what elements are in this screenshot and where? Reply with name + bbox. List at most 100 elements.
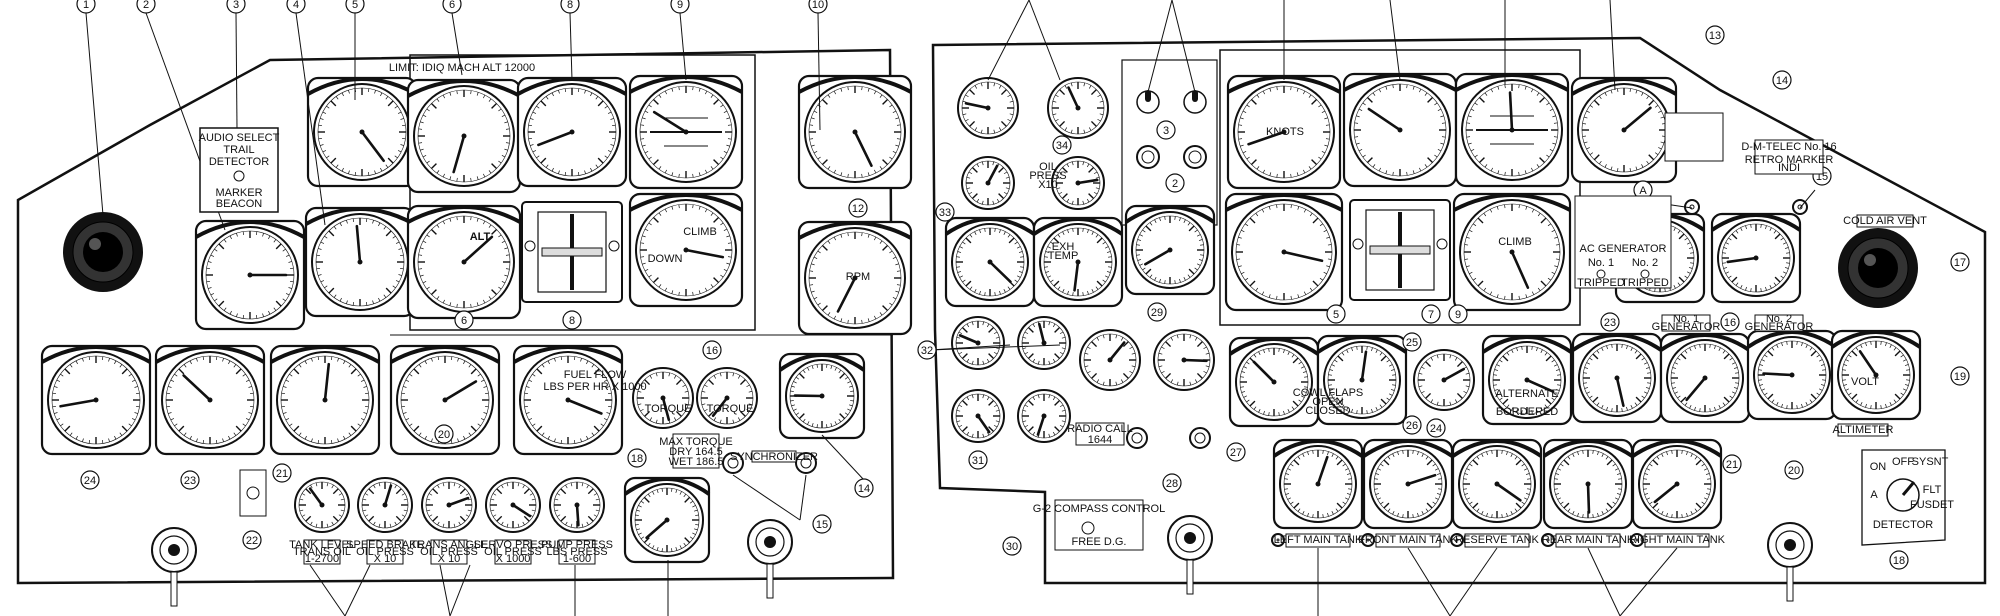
callout-number: 21 [1726, 459, 1738, 471]
panel-mount-handle-1[interactable] [151, 527, 197, 607]
rpm-face-label: RPM [846, 271, 870, 283]
selector-switch-panel: OFF ON SYSNT A FLT FUSDET DETECTOR [1861, 449, 1954, 546]
radio-call-knob-1[interactable] [1126, 427, 1148, 449]
dial-layer [40, 72, 1922, 564]
callout-number: 14 [1776, 75, 1788, 87]
altimeter-dial [406, 204, 522, 320]
leader-line [439, 564, 451, 616]
svg-text:A: A [1870, 489, 1878, 501]
svg-text:D-M-TELEC No. 16: D-M-TELEC No. 16 [1741, 141, 1836, 153]
synchronizer-plate [751, 450, 797, 463]
fuel-tank-label-1: LEFT MAIN TANK [1274, 533, 1363, 548]
small-switch-22[interactable] [239, 469, 267, 517]
sync-switch-right[interactable] [795, 452, 817, 474]
airspeed-dial [306, 76, 418, 188]
mach-airspeed-dial [406, 78, 522, 194]
cold-air-vent-knob[interactable] [1838, 228, 1918, 308]
fuel-tank-light-5[interactable] [1630, 533, 1644, 547]
callout-number: 9 [1455, 309, 1461, 321]
callout-3: 3 [226, 0, 246, 14]
callout-number: 22 [246, 535, 258, 547]
small-gauge-card-text: SPEED BRAKE [346, 539, 424, 551]
callout-number: 18 [1893, 555, 1905, 567]
callout-24: 24 [80, 470, 100, 490]
small-gauge-32b [1017, 316, 1071, 370]
rpm-dial [797, 220, 913, 336]
svg-text:1644: 1644 [1088, 434, 1112, 446]
bordered-label: BORDERED [1496, 406, 1558, 418]
panel-mount-handle-4[interactable] [1767, 522, 1813, 602]
clock-lower-dial [623, 476, 711, 564]
altimeter-right-dial [1224, 192, 1344, 312]
oil-press-line3: X10 [1038, 179, 1058, 191]
svg-text:RADIO CALL: RADIO CALL [1067, 423, 1132, 435]
cyl-head-temp-right [1079, 329, 1141, 391]
gauge-21-right [1571, 332, 1663, 424]
fuel-tank-light-4[interactable] [1541, 533, 1555, 547]
callout-12: 12 [848, 198, 868, 218]
callout-10: 10 [808, 0, 828, 14]
toggle-switch-2[interactable] [1183, 90, 1207, 114]
oil-press-line1: OIL [1039, 161, 1057, 173]
indicator-light-15b[interactable] [1792, 199, 1808, 215]
warning-light-2[interactable] [1183, 145, 1207, 169]
left-vent-knob[interactable] [63, 212, 143, 292]
svg-text:DETECTOR: DETECTOR [1873, 519, 1933, 531]
fuel-tank-light-2[interactable] [1361, 533, 1375, 547]
fuel-qty-right-main [1631, 438, 1723, 530]
radio-compass-dial [40, 344, 152, 456]
callout-13: 13 [1705, 25, 1725, 45]
toggle-switch-1[interactable] [1136, 90, 1160, 114]
callout-7: 7 [1421, 304, 1441, 324]
exh-temp-line2: TEMP [1048, 250, 1079, 262]
torque-right-dial [696, 367, 758, 429]
svg-text:GENERATOR: GENERATOR [1652, 321, 1721, 333]
leader-line [1171, 0, 1196, 93]
svg-text:WET 186.5: WET 186.5 [669, 456, 724, 468]
fuel-tank-light-3[interactable] [1450, 533, 1464, 547]
small-gauge-card-text: LBS PRESS [546, 546, 607, 558]
callout-number: 5 [1333, 309, 1339, 321]
audio-select-line1: AUDIO SELECT [199, 132, 280, 144]
callout-number: 5 [352, 0, 358, 11]
box-layer [239, 469, 267, 517]
fuel-qty-front-main [1362, 438, 1454, 530]
radio-call-knob-2[interactable] [1189, 427, 1211, 449]
callout-27: 27 [1226, 442, 1246, 462]
callout-number: 33 [939, 207, 951, 219]
trim-dial [1228, 336, 1320, 428]
cold-air-vent-label: COLD AIR VENT [1843, 215, 1927, 227]
g2-compass-switch[interactable] [1081, 521, 1095, 535]
knob-layer [63, 90, 1918, 607]
panel-mount-handle-3[interactable] [1167, 515, 1213, 595]
warning-light-1[interactable] [1136, 145, 1160, 169]
callout-number: 6 [449, 0, 455, 11]
exh-temp-gauge [1032, 216, 1124, 308]
horizon-bar-1 [650, 117, 722, 147]
callout-number: 20 [1788, 465, 1800, 477]
oil-gauge-1 [294, 477, 350, 533]
callout-number: 16 [1724, 317, 1736, 329]
volt-label: VOLT [1851, 376, 1879, 388]
climb-dial [628, 192, 744, 308]
callout-8: 8 [560, 0, 580, 14]
alternate-dial [1481, 334, 1573, 426]
small-gauge-31b [1017, 389, 1071, 443]
callout-number: 4 [293, 0, 299, 11]
callout-number: 13 [1709, 30, 1721, 42]
leader-line [85, 12, 104, 216]
turn-slip-box-2 [1349, 199, 1451, 301]
sync-switch-left[interactable] [722, 452, 744, 474]
audio-select-knob[interactable] [233, 170, 245, 182]
svg-text:TRIPPED: TRIPPED [1577, 277, 1625, 289]
leader-line [449, 564, 471, 616]
small-indicator-box [1664, 112, 1724, 162]
small-gauge-card-text: OIL PRESS [356, 546, 414, 558]
fuel-tank-label-text: RIGHT MAIN TANK [1629, 534, 1726, 546]
panel-mount-handle-2[interactable] [747, 519, 793, 599]
fuel-tank-light-1[interactable] [1271, 533, 1285, 547]
callout-1: 1 [76, 0, 96, 14]
audio-select-line2: TRAIL [223, 144, 254, 156]
synchronizer-label: SYNCHRONIZER [730, 451, 818, 463]
